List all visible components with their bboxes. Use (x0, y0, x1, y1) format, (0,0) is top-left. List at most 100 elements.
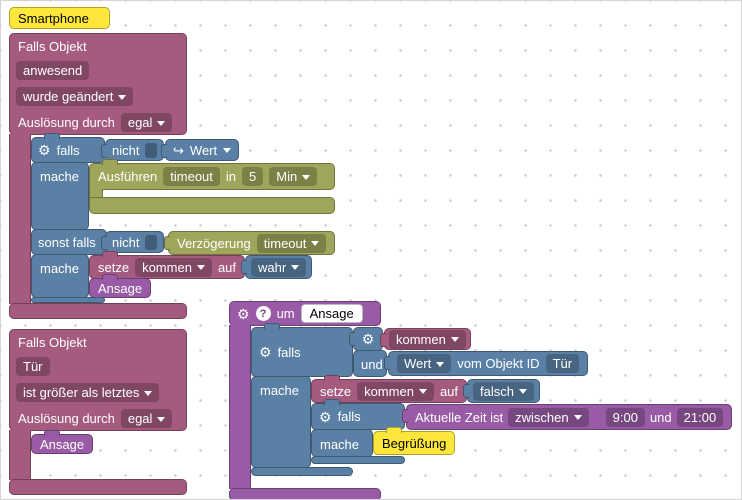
if-block-1-bottom[interactable] (31, 297, 105, 303)
if-block-3-mache-row[interactable]: mache (311, 429, 373, 457)
block-title: Falls Objekt (18, 39, 87, 54)
if-block-1-mache2-row[interactable]: mache (31, 254, 89, 298)
falsch-block[interactable]: falsch (463, 379, 540, 403)
setze-block[interactable]: setze kommen auf (311, 375, 468, 403)
ausfuehren-block-spine[interactable] (89, 189, 103, 198)
dropdown-arrow-icon (418, 389, 427, 394)
nicht-label: nicht (112, 234, 140, 250)
wert-label: Wert (189, 142, 218, 158)
ansage-call-block[interactable]: Ansage (31, 430, 94, 454)
function-block-spine[interactable] (229, 325, 251, 489)
nicht-block[interactable]: nicht (100, 231, 165, 253)
zeit-label: Aktuelle Zeit ist (415, 409, 504, 425)
dropdown-arrow-icon (573, 415, 582, 420)
block-title: Falls Objekt (18, 335, 87, 350)
trigger-mode-dropdown[interactable]: egal (120, 113, 173, 132)
setze-block[interactable]: setze kommen auf (89, 251, 246, 279)
time-to-field[interactable]: 21:00 (676, 407, 724, 427)
smartphone-label: Smartphone (18, 10, 89, 26)
setze-label: setze (320, 383, 352, 399)
zeit-block[interactable]: Aktuelle Zeit ist zwischen 9:00 und 21:0… (401, 404, 733, 430)
if-block-1-sonst-falls-row[interactable]: sonst falls (31, 229, 107, 255)
help-icon[interactable]: ? (255, 306, 271, 321)
objekt-id-field[interactable]: Tür (545, 354, 580, 373)
nicht-label: nicht (112, 142, 140, 158)
auf-label: auf (439, 383, 459, 399)
gear-icon[interactable]: ⚙ (38, 142, 51, 158)
if-block-3-bottom[interactable] (311, 456, 405, 464)
ausfuehren-block-bottom[interactable] (89, 197, 335, 214)
ausfuehren-block-header[interactable]: Ausführen timeout in 5 Min (89, 159, 335, 190)
dropdown-arrow-icon (118, 94, 127, 100)
event-dropdown[interactable]: ist größer als letztes (16, 383, 160, 402)
wahr-block[interactable]: wahr (240, 255, 313, 279)
unit-dropdown[interactable]: Min (269, 167, 318, 186)
empty-socket[interactable] (145, 142, 158, 158)
falls-label: falls (56, 142, 80, 158)
dropdown-arrow-icon (302, 174, 311, 180)
und-block-und-row[interactable]: und (353, 350, 387, 377)
trigger-block-1-bottom[interactable] (9, 303, 187, 319)
function-block-bottom[interactable] (229, 488, 381, 499)
ansage-call-block[interactable]: Ansage (89, 274, 152, 298)
item-dropdown[interactable]: kommen (389, 329, 466, 349)
nicht-block[interactable]: nicht (100, 139, 165, 161)
trigger-block-2-header[interactable]: Falls Objekt Tür ist größer als letztes … (9, 329, 187, 431)
bool-dropdown[interactable]: falsch (473, 381, 534, 401)
timer-name-field[interactable]: timeout (163, 167, 220, 186)
trigger-block-1-spine[interactable] (9, 134, 31, 304)
dropdown-arrow-icon (436, 361, 445, 367)
if-block-1-falls-row[interactable]: ⚙ falls (31, 133, 105, 163)
if-block-2-falls-row[interactable]: ⚙ falls (251, 323, 353, 377)
time-from-field[interactable]: 9:00 (605, 407, 645, 427)
delay-field[interactable]: 5 (242, 167, 264, 186)
timer-name-dropdown[interactable]: timeout (256, 233, 327, 253)
item-dropdown[interactable]: kommen (357, 381, 434, 401)
mache-label: mache (40, 261, 80, 276)
if-block-3-falls-row[interactable]: ⚙ falls (311, 399, 405, 430)
trigger-by-label: Auslösung durch (18, 115, 115, 130)
setze-label: setze (98, 259, 130, 275)
gear-icon[interactable]: ⚙ (237, 305, 250, 322)
trigger-block-2-bottom[interactable] (9, 479, 187, 495)
if-block-2-bottom[interactable] (251, 467, 353, 476)
event-dropdown[interactable]: wurde geändert (16, 87, 134, 106)
und-label: und (361, 357, 383, 372)
gear-icon[interactable]: ⚙ (259, 344, 272, 360)
und-block-gear-row[interactable]: ⚙ (349, 327, 383, 351)
mache-label: mache (320, 437, 360, 452)
sonst-falls-label: sonst falls (38, 234, 96, 250)
dropdown-arrow-icon (157, 416, 166, 422)
in-label: in (225, 169, 237, 184)
if-block-2-mache-row[interactable]: mache (251, 376, 311, 468)
wert-block[interactable]: ↪ Wert (160, 139, 240, 161)
function-name-field[interactable]: Ansage (300, 304, 363, 323)
verzoegerung-block[interactable]: Verzögerung timeout (163, 231, 336, 255)
smartphone-block[interactable]: Smartphone (9, 7, 110, 29)
gear-icon[interactable]: ⚙ (361, 331, 375, 347)
falls-label: falls (277, 344, 301, 360)
begruessung-call-block[interactable]: Begrüßung (373, 427, 456, 455)
bool-dropdown[interactable]: wahr (251, 257, 307, 277)
und-label: und (649, 409, 672, 425)
function-block-header[interactable]: ⚙ ? um Ansage (229, 301, 381, 326)
mache-label: mache (260, 383, 300, 398)
wert-dropdown[interactable]: Wert (397, 354, 452, 373)
dropdown-arrow-icon[interactable] (223, 148, 232, 153)
trigger-block-1-header[interactable]: Falls Objekt anwesend wurde geändert Aus… (9, 33, 187, 135)
empty-socket[interactable] (145, 234, 158, 250)
trigger-mode-dropdown[interactable]: egal (120, 409, 173, 428)
wert-vom-objekt-block[interactable]: Wert vom Objekt ID Tür (383, 351, 589, 376)
op-dropdown[interactable]: zwischen (508, 407, 589, 427)
falls-label: falls (337, 409, 361, 424)
trigger-block-2-spine[interactable] (9, 430, 31, 480)
item-field[interactable]: anwesend (16, 61, 90, 80)
item-field[interactable]: Tür (16, 357, 50, 376)
item-dropdown[interactable]: kommen (135, 257, 212, 277)
kommen-block[interactable]: kommen (380, 328, 471, 350)
gear-icon[interactable]: ⚙ (319, 408, 332, 425)
um-label: um (276, 306, 295, 321)
if-block-1-mache-row[interactable]: mache (31, 162, 89, 230)
vom-objekt-label: vom Objekt ID (457, 356, 540, 371)
